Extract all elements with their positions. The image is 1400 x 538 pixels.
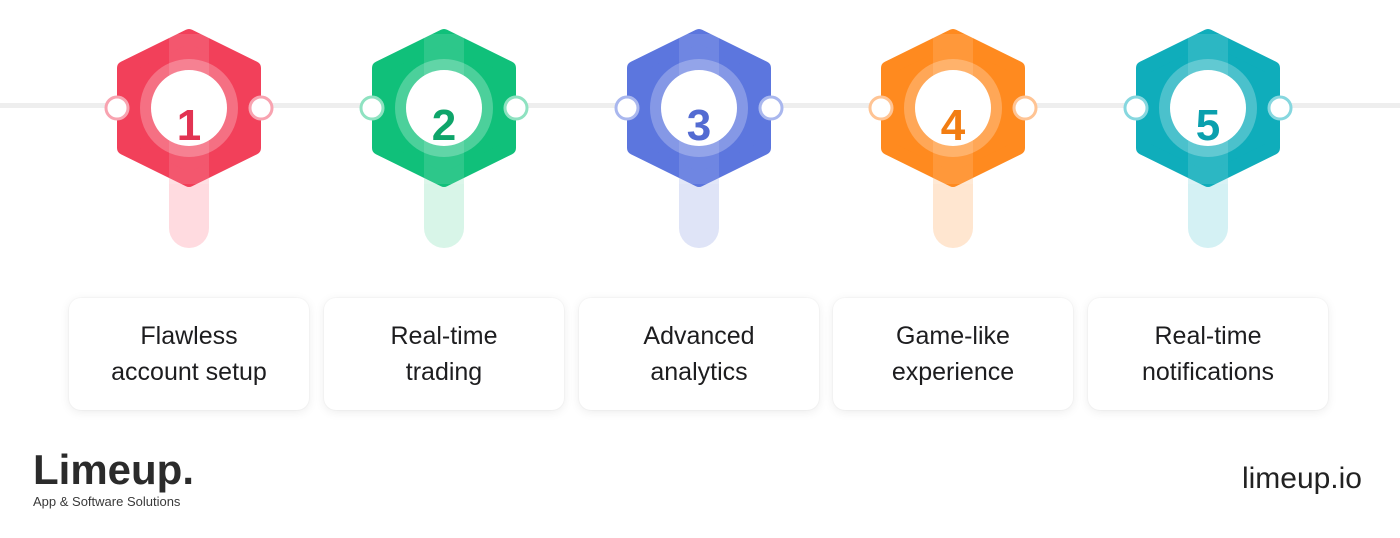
step-hexagon-graphic <box>614 29 784 248</box>
connector-dot-left <box>614 95 640 121</box>
feature-label: Game-like experience <box>891 322 1015 386</box>
connector-dot-left <box>359 95 385 121</box>
feature-card-2: Real-time trading <box>324 298 564 410</box>
connector-dot-right <box>1012 95 1038 121</box>
step-hexagon-graphic <box>359 29 529 248</box>
step-hexagon-graphic <box>1123 29 1293 248</box>
connector-dot-left <box>1123 95 1149 121</box>
step-number: 1 <box>176 101 202 150</box>
step-marker-2: 2 <box>354 26 534 251</box>
feature-card-1: Flawless account setup <box>69 298 309 410</box>
feature-label: Real-time notifications <box>1141 322 1275 386</box>
connector-dot-left <box>104 95 130 121</box>
connector-dot-right <box>248 95 274 121</box>
step-number: 2 <box>431 101 457 150</box>
step-hexagon-graphic <box>104 29 274 248</box>
step-number-disc <box>915 70 991 146</box>
step-marker-4: 4 <box>863 26 1043 251</box>
brand-tagline: App & Software Solutions <box>33 494 181 509</box>
step-number-disc <box>151 70 227 146</box>
feature-label: Real-time trading <box>390 322 498 386</box>
connector-dot-right <box>503 95 529 121</box>
feature-card-5: Real-time notifications <box>1088 298 1328 410</box>
step-number-disc <box>406 70 482 146</box>
feature-card-4: Game-like experience <box>833 298 1073 410</box>
brand-logo: Limeup. App & Software Solutions <box>33 446 194 509</box>
feature-card-3: Advanced analytics <box>579 298 819 410</box>
step-hexagon-graphic <box>868 29 1038 248</box>
connector-dot-right <box>758 95 784 121</box>
step-number-disc <box>1170 70 1246 146</box>
step-marker-1: 1 <box>99 26 279 251</box>
connector-dot-left <box>868 95 894 121</box>
step-marker-3: 3 <box>609 26 789 251</box>
feature-label: Advanced analytics <box>643 322 755 386</box>
connector-dot-right <box>1267 95 1293 121</box>
feature-label: Flawless account setup <box>111 322 267 386</box>
brand-name: Limeup. <box>33 446 195 493</box>
step-number: 4 <box>940 101 966 150</box>
step-number-disc <box>661 70 737 146</box>
step-number: 5 <box>1195 101 1221 150</box>
website-link[interactable]: limeup.io <box>1241 462 1362 495</box>
step-marker-5: 5 <box>1118 26 1298 251</box>
step-number: 3 <box>686 101 712 150</box>
